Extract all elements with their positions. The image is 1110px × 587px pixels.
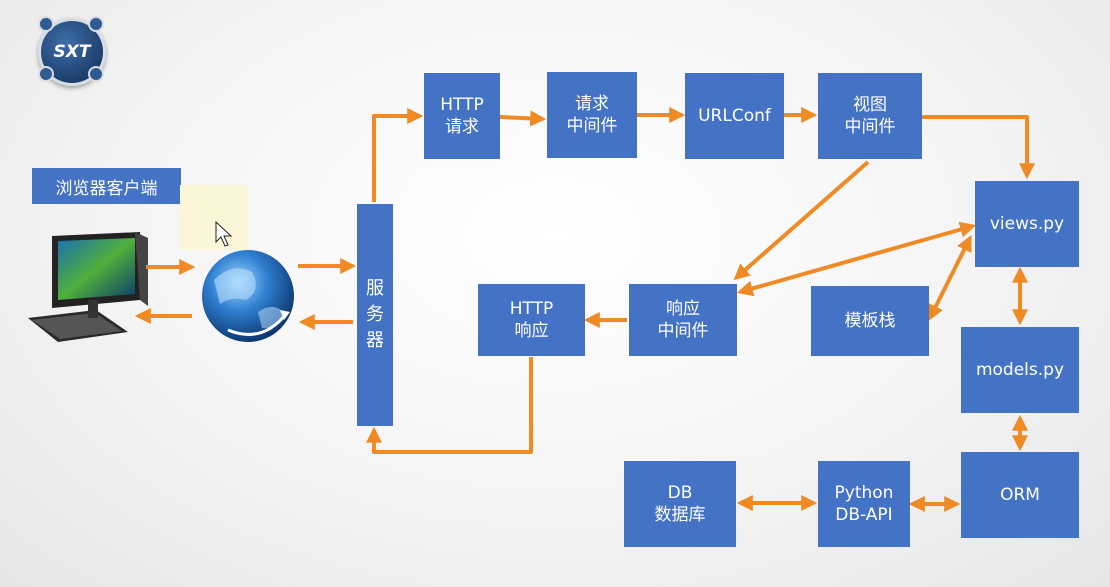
logo-dot	[88, 16, 104, 32]
view-middleware-box: 视图 中间件	[818, 73, 922, 159]
globe-icon	[202, 250, 294, 342]
server-label-3: 器	[366, 330, 384, 351]
python-dbapi-box: Python DB-API	[818, 461, 910, 547]
http-response-line-1: HTTP	[509, 299, 554, 319]
desktop-computer-icon	[28, 232, 148, 342]
response-middleware-line-1: 响应	[666, 299, 700, 319]
template-box: 模板栈	[811, 286, 929, 356]
request-middleware-box: 请求 中间件	[547, 72, 637, 158]
logo-text: SXT	[53, 42, 91, 62]
models-py-box: models.py	[961, 327, 1079, 413]
logo-dot	[38, 66, 54, 82]
db-box: DB 数据库	[624, 461, 736, 547]
response-middleware-line-2: 中间件	[657, 321, 709, 341]
server-label-1: 服	[366, 278, 384, 299]
http-response-line-2: 响应	[514, 321, 549, 341]
orm-label: ORM	[1000, 485, 1040, 505]
view-middleware-line-2: 中间件	[844, 117, 896, 137]
response-middleware-box: 响应 中间件	[629, 284, 737, 356]
request-middleware-line-2: 中间件	[566, 116, 618, 136]
logo-dot	[38, 16, 54, 32]
urlconf-label: URLConf	[698, 106, 771, 126]
browser-client-label: 浏览器客户端	[32, 168, 181, 204]
request-middleware-line-1: 请求	[575, 94, 609, 114]
views-py-box: views.py	[975, 181, 1079, 267]
http-request-box: HTTP 请求	[424, 73, 500, 159]
http-response-box: HTTP 响应	[478, 284, 585, 356]
mouse-pointer-icon	[215, 220, 233, 247]
urlconf-box: URLConf	[685, 73, 784, 159]
cursor-highlight	[180, 185, 248, 250]
http-request-line-1: HTTP	[440, 95, 484, 115]
view-middleware-line-1: 视图	[853, 95, 887, 115]
db-line-1: DB	[667, 483, 693, 503]
server-label-2: 务	[366, 304, 384, 325]
server-box: 服 务 器	[357, 204, 393, 426]
python-dbapi-line-2: DB-API	[835, 505, 893, 525]
orm-box: ORM	[961, 452, 1079, 538]
logo-dot	[88, 66, 104, 82]
template-label: 模板栈	[844, 311, 896, 331]
http-request-line-2: 请求	[445, 117, 479, 137]
views-py-label: views.py	[989, 214, 1065, 234]
python-dbapi-line-1: Python	[834, 483, 894, 503]
db-line-2: 数据库	[654, 505, 706, 525]
models-py-label: models.py	[975, 360, 1065, 380]
